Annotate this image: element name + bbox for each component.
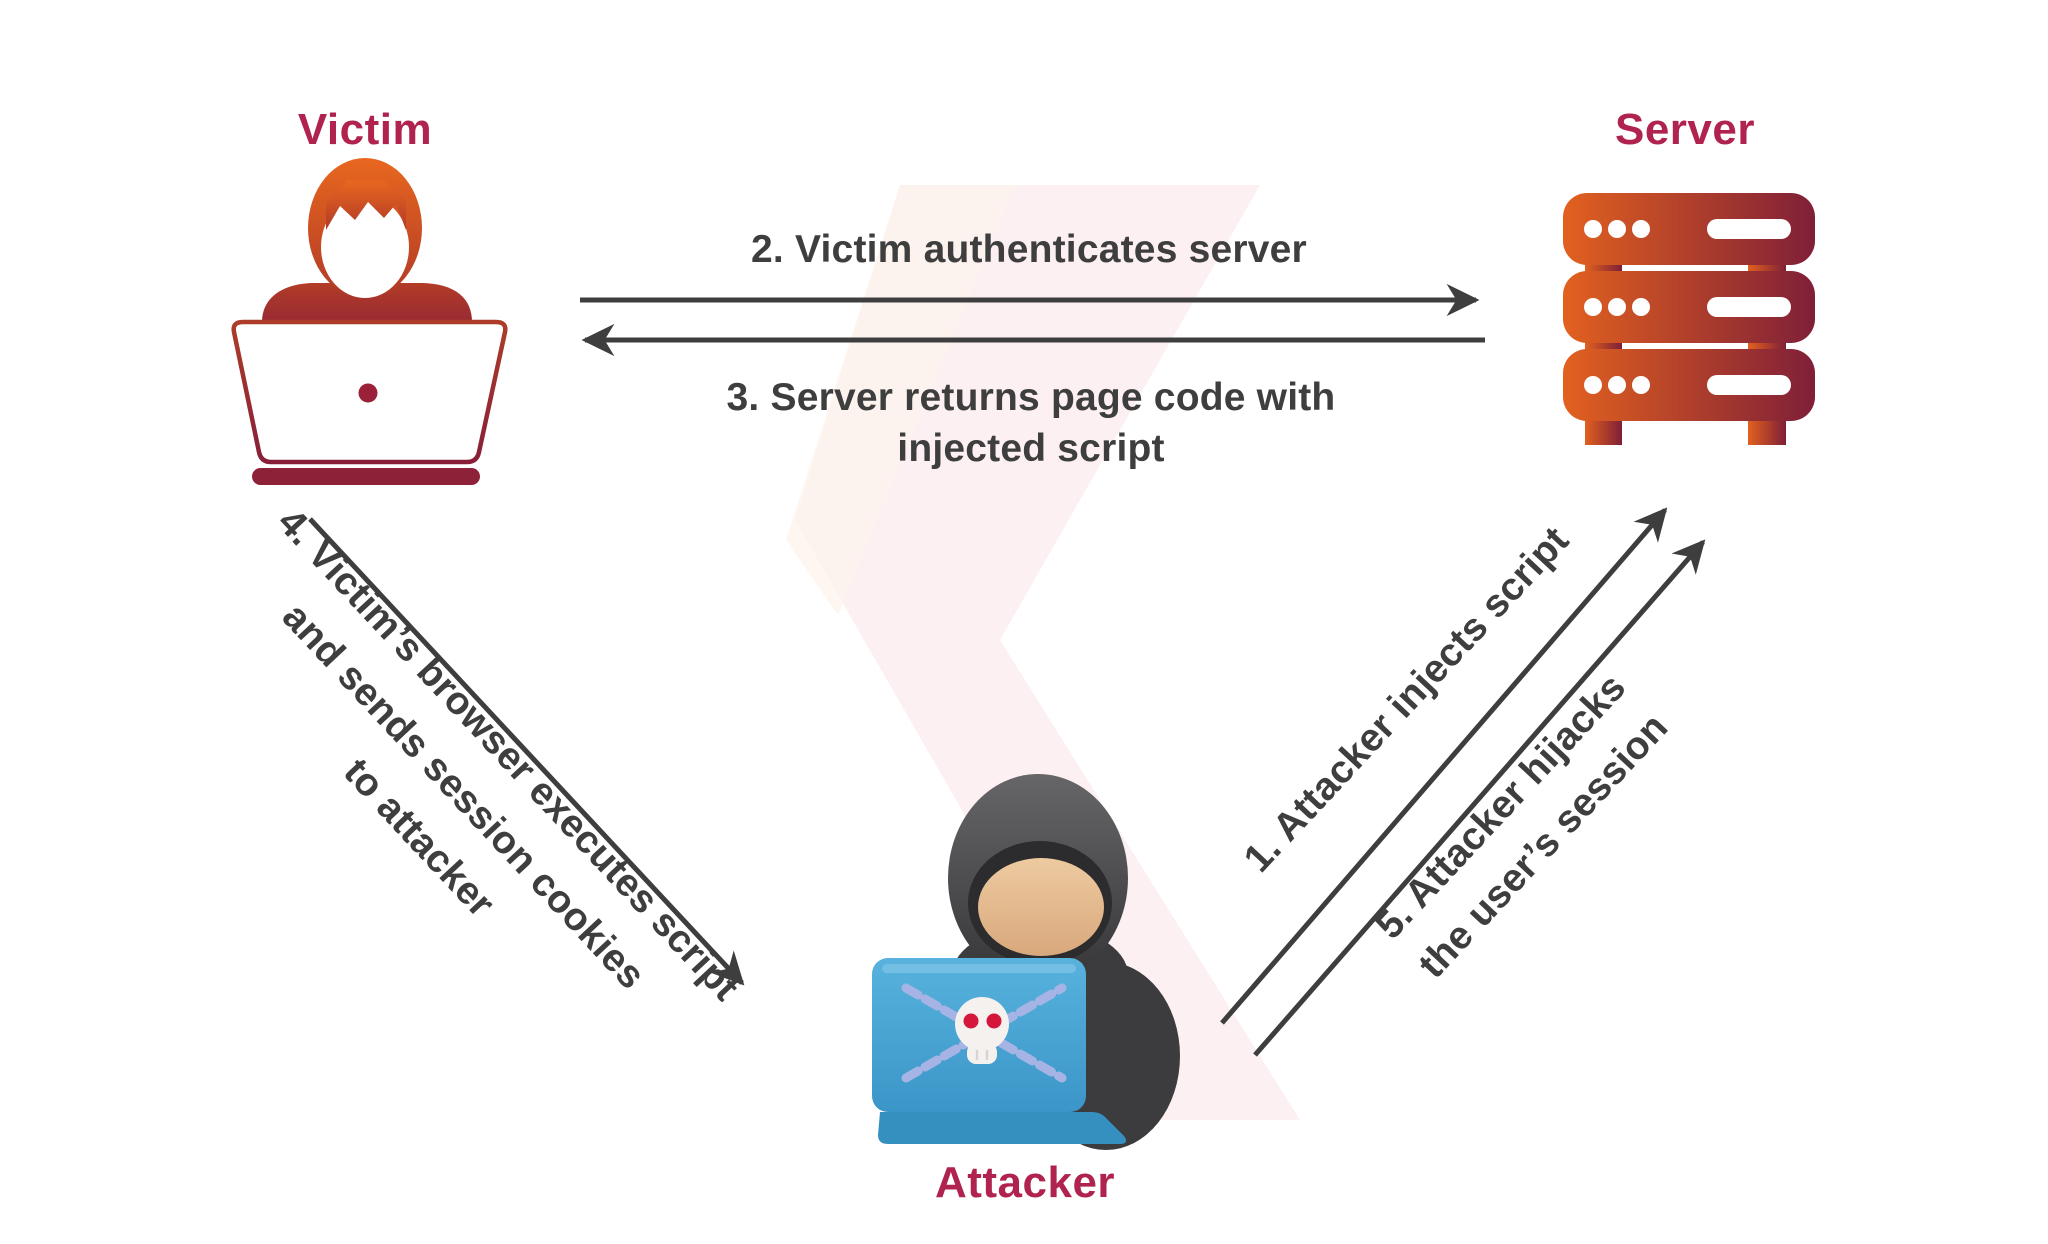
victim-icon — [225, 145, 510, 495]
attacker-node-title: Attacker — [934, 1158, 1116, 1207]
arrow-step5 — [1253, 539, 1706, 1057]
step3-label: 3. Server returns page code with injecte… — [581, 372, 1481, 474]
server-node-title: Server — [1614, 105, 1755, 154]
arrow-step4 — [308, 517, 745, 986]
server-unit-1 — [1563, 193, 1815, 265]
victim-laptop-logo-dot — [358, 383, 378, 403]
step3-line1: 3. Server returns page code with — [726, 376, 1336, 419]
watermark-chevron — [795, 185, 1300, 1120]
server-unit-2 — [1563, 271, 1815, 343]
victim-shoulders — [262, 283, 472, 322]
arrow-step1 — [1220, 507, 1668, 1025]
attacker-face — [978, 858, 1104, 956]
step2-label: 2. Victim authenticates server — [751, 228, 1307, 271]
server-icon — [1556, 186, 1822, 452]
skull-icon — [955, 997, 1009, 1064]
victim-laptop-base — [252, 468, 480, 485]
step3-line2: injected script — [897, 427, 1165, 470]
victim-node-title: Victim — [297, 105, 433, 154]
victim-hair-fringe — [326, 180, 406, 230]
server-unit-3 — [1563, 349, 1815, 421]
attacker-icon — [850, 755, 1190, 1155]
attacker-laptop-base — [878, 1112, 1127, 1144]
watermark-chevron-tint — [786, 185, 1015, 615]
